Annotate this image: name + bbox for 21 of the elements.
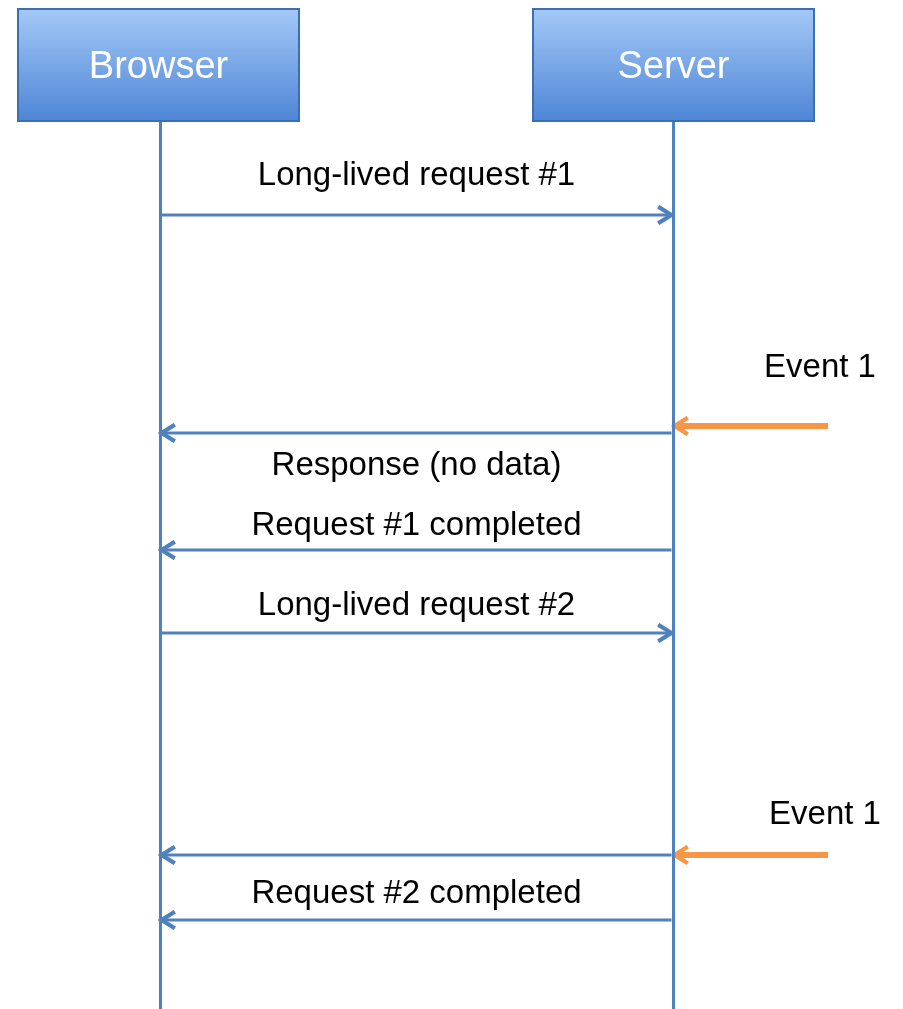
lifeline [158, 122, 162, 1009]
participant-name: Browser [88, 43, 229, 87]
arrow [161, 204, 674, 226]
arrow [159, 422, 672, 444]
event-label: Event 1 [769, 794, 881, 832]
edge-label: Long-lived request #1 [257, 155, 576, 193]
edge-label: Long-lived request #2 [257, 585, 576, 623]
arrow [161, 622, 674, 644]
edge-label: Request #2 completed [251, 873, 582, 911]
arrow [672, 415, 828, 437]
event-label: Event 1 [764, 347, 876, 385]
participant-name: Server [617, 43, 730, 87]
participant-box [532, 8, 815, 122]
participant-box [17, 8, 300, 122]
edge-label: Request #1 completed [251, 505, 582, 543]
arrow [159, 539, 672, 561]
arrow [159, 909, 672, 931]
edge-label: Response (no data) [271, 445, 562, 483]
lifeline [671, 122, 675, 1009]
arrow [672, 844, 828, 866]
arrow [159, 844, 672, 866]
